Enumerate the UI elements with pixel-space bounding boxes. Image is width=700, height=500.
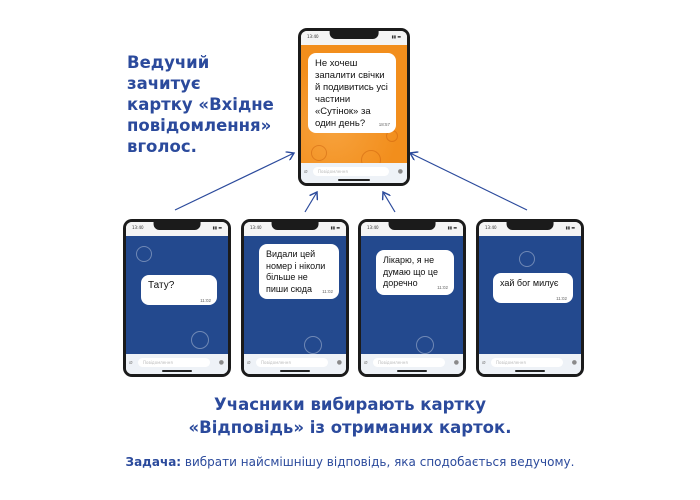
input-bar: ⌀ Повідомлення ● (361, 354, 463, 374)
input-bar: ⌀ Повідомлення ● (244, 354, 346, 374)
message-input[interactable]: Повідомлення (256, 358, 328, 367)
input-bar: ⌀ Повідомлення ● (479, 354, 581, 374)
answer-message-bubble: Лікарю, я не думаю що це доречно 11:02 (376, 250, 454, 295)
home-indicator (338, 179, 370, 181)
intro-line: Ведучий зачитує (127, 53, 210, 93)
notch (329, 31, 379, 39)
home-indicator (514, 370, 546, 372)
notch (388, 222, 436, 230)
host-phone: 13:40 ▮▮ ▬ Не хочеш запалити свічки й под… (298, 28, 410, 186)
attach-icon[interactable]: ⌀ (129, 359, 133, 366)
mic-icon[interactable]: ● (336, 359, 342, 366)
message-text: Лікарю, я не думаю що це доречно (383, 255, 438, 288)
attach-icon[interactable]: ⌀ (482, 359, 486, 366)
attach-icon[interactable]: ⌀ (304, 168, 308, 175)
message-time: 18:57 (378, 122, 390, 127)
status-time: 13:40 (485, 225, 497, 230)
signal-battery-icon: ▮▮ ▬ (565, 225, 575, 230)
mic-icon[interactable]: ● (571, 359, 577, 366)
message-input[interactable]: Повідомлення (373, 358, 445, 367)
message-time: 11:02 (556, 296, 567, 301)
status-time: 13:40 (250, 225, 262, 230)
message-time: 11:02 (200, 298, 211, 303)
bottom-caption: Учасники вибирають картку «Відповідь» із… (0, 393, 700, 439)
answer-message-bubble: Тату? 11:02 (141, 275, 217, 305)
home-indicator (396, 370, 428, 372)
attach-icon[interactable]: ⌀ (364, 359, 368, 366)
message-input[interactable]: Повідомлення (138, 358, 210, 367)
arrow (174, 153, 294, 211)
notch (506, 222, 554, 230)
message-text: Не хочеш запалити свічки й подивитись ус… (315, 58, 388, 129)
input-bar: ⌀ Повідомлення ● (301, 163, 407, 183)
arrow (410, 153, 528, 211)
arrow (304, 192, 317, 213)
input-bar: ⌀ Повідомлення ● (126, 354, 228, 374)
caption-line: Учасники вибирають картку (214, 395, 486, 414)
intro-line: вголос. (127, 137, 197, 156)
answer-message-bubble: хай бог милує 11:02 (493, 273, 573, 303)
message-text: Тату? (148, 280, 175, 291)
intro-line: картку «Вхідне (127, 95, 274, 114)
signal-battery-icon: ▮▮ ▬ (330, 225, 340, 230)
answer-message-bubble: Видали цей номер і ніколи більше не пиши… (259, 244, 339, 299)
task-text: Задача: вибрати найсмішнішу відповідь, я… (0, 455, 700, 469)
answer-phone: 13:40 ▮▮ ▬ Тату? 11:02 ⌀ Повідомлення ● (123, 219, 231, 377)
notch (271, 222, 319, 230)
message-input[interactable]: Повідомлення (491, 358, 563, 367)
task-label: Задача: (125, 455, 182, 469)
answer-phone: 13:40 ▮▮ ▬ Лікарю, я не думаю що це дореч… (358, 219, 466, 377)
message-time: 11:02 (437, 284, 448, 290)
home-indicator (279, 370, 311, 372)
mic-icon[interactable]: ● (453, 359, 459, 366)
mic-icon[interactable]: ● (218, 359, 224, 366)
arrow (383, 192, 396, 213)
signal-battery-icon: ▮▮ ▬ (391, 34, 401, 39)
signal-battery-icon: ▮▮ ▬ (447, 225, 457, 230)
message-input[interactable]: Повідомлення (313, 167, 389, 176)
status-time: 13:40 (307, 34, 319, 39)
answer-phone: 13:40 ▮▮ ▬ хай бог милує 11:02 ⌀ Повідомле… (476, 219, 584, 377)
message-text: хай бог милує (500, 278, 559, 288)
signal-battery-icon: ▮▮ ▬ (212, 225, 222, 230)
intro-text: Ведучий зачитує картку «Вхідне повідомле… (127, 52, 287, 157)
message-time: 11:02 (322, 288, 333, 294)
notch (153, 222, 201, 230)
status-time: 13:40 (367, 225, 379, 230)
incoming-message-bubble: Не хочеш запалити свічки й подивитись ус… (308, 53, 396, 133)
message-text: Видали цей номер і ніколи більше не пиши… (266, 249, 326, 294)
task-description: вибрати найсмішнішу відповідь, яка сподо… (181, 455, 575, 469)
attach-icon[interactable]: ⌀ (247, 359, 251, 366)
caption-line: «Відповідь» із отриманих карток. (188, 418, 512, 437)
intro-line: повідомлення» (127, 116, 272, 135)
answer-phone: 13:40 ▮▮ ▬ Видали цей номер і ніколи біль… (241, 219, 349, 377)
home-indicator (161, 370, 193, 372)
status-time: 13:40 (132, 225, 144, 230)
mic-icon[interactable]: ● (397, 168, 403, 175)
